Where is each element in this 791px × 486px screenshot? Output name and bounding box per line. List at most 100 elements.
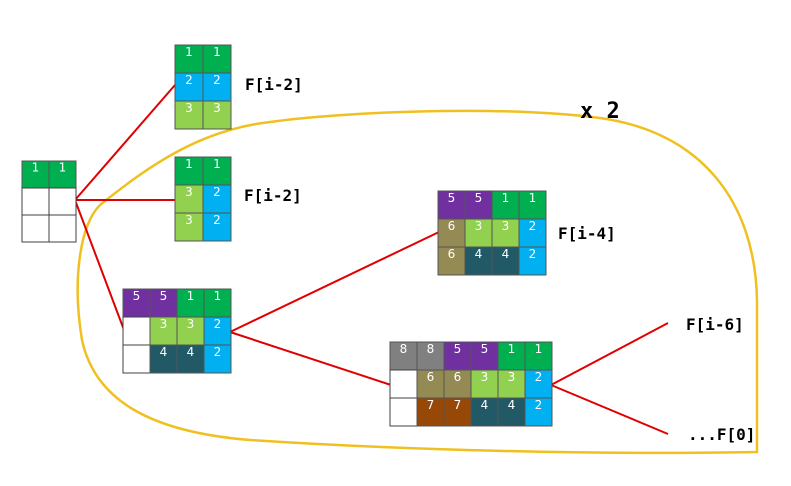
edge-4	[229, 331, 392, 386]
tile-number: 5	[133, 289, 141, 303]
edge-5	[550, 322, 669, 386]
tile-cell	[122, 316, 151, 346]
tile-number: 3	[187, 317, 195, 331]
tile-cell	[21, 187, 50, 216]
label-mid: F[i-2]	[244, 186, 302, 205]
tile-cell	[464, 190, 493, 220]
tile-number: 5	[475, 191, 483, 205]
tile-number: 1	[213, 157, 221, 171]
tile-number: 1	[214, 289, 222, 303]
tile-number: 1	[502, 191, 510, 205]
tile-number: 6	[454, 370, 462, 384]
tile-number: 1	[535, 342, 543, 356]
tile-number: 8	[400, 342, 408, 356]
tile-number: 3	[185, 101, 193, 115]
tile-number: 2	[213, 73, 221, 87]
tile-cell	[443, 369, 472, 399]
tile-number: 7	[427, 398, 435, 412]
edge-2	[74, 199, 125, 331]
tile-number: 2	[535, 370, 543, 384]
edge-3	[229, 231, 440, 333]
tile-number: 3	[213, 101, 221, 115]
tile-cell	[203, 316, 232, 346]
tile-cell	[48, 187, 77, 216]
tile-cell	[202, 44, 232, 74]
tile-number: 1	[508, 342, 516, 356]
tile-cell	[389, 397, 418, 427]
tile-cell	[149, 344, 178, 374]
tile-cell	[491, 190, 520, 220]
tile-number: 6	[427, 370, 435, 384]
tile-number: 3	[508, 370, 516, 384]
tile-number: 1	[59, 161, 67, 175]
tile-number: 3	[502, 219, 510, 233]
tile-cell	[416, 341, 445, 371]
tile-cell	[518, 246, 547, 276]
label-far-top: F[i-6]	[686, 315, 744, 334]
tile-cell	[48, 214, 77, 243]
tile-cell	[122, 288, 151, 318]
tile-number: 5	[160, 289, 168, 303]
tile-cell	[203, 288, 232, 318]
tile-number: 3	[475, 219, 483, 233]
tile-number: 3	[160, 317, 168, 331]
tile-number: 4	[187, 345, 195, 359]
tile-number: 3	[185, 185, 193, 199]
tile-cell	[202, 72, 232, 102]
tile-number: 1	[529, 191, 537, 205]
tile-cell	[524, 397, 553, 427]
tile-number: 5	[448, 191, 456, 205]
tile-cell	[464, 218, 493, 248]
tile-cell	[491, 218, 520, 248]
tile-cell	[174, 100, 204, 130]
tile-cell	[176, 288, 205, 318]
tile-cell	[176, 316, 205, 346]
tile-number: 4	[160, 345, 168, 359]
tile-number: 4	[475, 247, 483, 261]
multiplier-label: x 2	[580, 99, 620, 124]
tile-cell	[174, 44, 204, 74]
label-far-bottom: ...F[0]	[688, 425, 755, 444]
tile-number: 6	[448, 219, 456, 233]
label-right-top: F[i-4]	[558, 224, 616, 243]
tile-cell	[122, 344, 151, 374]
tile-cell	[497, 341, 526, 371]
tile-number: 7	[454, 398, 462, 412]
tile-cell	[202, 100, 232, 130]
tile-cell	[416, 397, 445, 427]
edges	[74, 84, 669, 435]
repeat-loop-outline	[76, 109, 759, 455]
tile-number: 2	[529, 219, 537, 233]
tile-number: 2	[529, 247, 537, 261]
tile-number: 1	[185, 157, 193, 171]
tile-number: 4	[502, 247, 510, 261]
tile-cell	[389, 369, 418, 399]
tile-number: 3	[481, 370, 489, 384]
tile-number: 1	[187, 289, 195, 303]
tile-number: 1	[213, 45, 221, 59]
tile-number: 5	[454, 342, 462, 356]
tile-cell	[437, 246, 466, 276]
tile-cell	[21, 214, 50, 243]
tile-number: 5	[481, 342, 489, 356]
tile-cell	[524, 369, 553, 399]
tile-number: 3	[185, 213, 193, 227]
tile-cell	[491, 246, 520, 276]
grid-left-low: 5 5 1 1 3 3 2 4 4 2	[122, 288, 232, 374]
label-top: F[i-2]	[245, 75, 303, 94]
tile-number: 4	[508, 398, 516, 412]
tile-number: 2	[214, 345, 222, 359]
edge-0	[74, 84, 176, 201]
tile-number: 1	[32, 161, 40, 175]
tile-cell	[203, 344, 232, 374]
tile-cell	[48, 160, 77, 189]
tile-number: 2	[214, 317, 222, 331]
tile-number: 2	[535, 398, 543, 412]
tile-number: 2	[213, 185, 221, 199]
tile-number: 4	[481, 398, 489, 412]
tile-cell	[524, 341, 553, 371]
